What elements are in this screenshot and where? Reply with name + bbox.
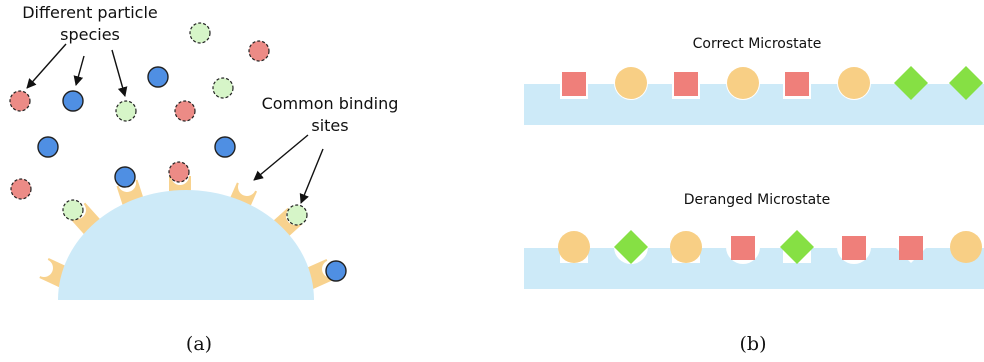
panel-a: Different particle species Common bindin… bbox=[9, 3, 399, 355]
species-arrow bbox=[111, 49, 128, 97]
particle-square bbox=[562, 72, 586, 96]
free-particle-red bbox=[248, 40, 270, 62]
particle-circle bbox=[727, 67, 759, 99]
hemisphere-surface bbox=[58, 190, 314, 300]
deranged-microstate-title: Deranged Microstate bbox=[684, 192, 831, 208]
species-arrow bbox=[26, 43, 67, 89]
bound-particle-green bbox=[286, 204, 308, 226]
bound-particle-green bbox=[62, 199, 84, 221]
binding-arrow bbox=[253, 134, 309, 181]
particle-square bbox=[842, 236, 866, 260]
bound-particle-blue bbox=[325, 260, 347, 282]
free-particle-blue bbox=[147, 66, 169, 88]
binding-sites-label-line2: sites bbox=[311, 116, 348, 135]
free-particle-blue bbox=[37, 136, 59, 158]
particle-circle bbox=[670, 231, 702, 263]
particle-circle bbox=[838, 67, 870, 99]
particle-diamond bbox=[614, 230, 648, 264]
particle-square bbox=[731, 236, 755, 260]
particle-diamond bbox=[894, 66, 928, 100]
free-particle-red bbox=[10, 178, 32, 200]
species-label-line2: species bbox=[60, 25, 120, 44]
correct-microstate-title: Correct Microstate bbox=[693, 36, 822, 52]
particle-square bbox=[899, 236, 923, 260]
deranged-microstate-strip bbox=[524, 230, 984, 289]
free-particle-blue bbox=[62, 90, 84, 112]
bound-particle-blue bbox=[114, 166, 136, 188]
free-particle-green bbox=[115, 100, 137, 122]
free-particle-green bbox=[212, 77, 234, 99]
free-particle-blue bbox=[214, 136, 236, 158]
species-arrow bbox=[73, 55, 85, 86]
panel-a-caption: (a) bbox=[186, 333, 212, 355]
binding-arrow bbox=[299, 148, 324, 204]
free-particle-red bbox=[174, 100, 196, 122]
free-particle-green bbox=[189, 22, 211, 44]
particle-diamond bbox=[949, 66, 983, 100]
species-label: Different particle bbox=[22, 3, 158, 22]
particle-circle bbox=[558, 231, 590, 263]
bound-particle-red bbox=[168, 161, 190, 183]
correct-microstate-strip bbox=[524, 66, 984, 125]
particle-circle bbox=[950, 231, 982, 263]
particle-square bbox=[674, 72, 698, 96]
particle-circle bbox=[615, 67, 647, 99]
free-particle-red bbox=[9, 90, 31, 112]
panel-b: Correct Microstate Deranged Microstate (… bbox=[524, 36, 984, 355]
particle-square bbox=[785, 72, 809, 96]
particle-diamond bbox=[780, 230, 814, 264]
binding-sites-label: Common binding bbox=[262, 94, 399, 113]
panel-b-caption: (b) bbox=[740, 333, 767, 355]
